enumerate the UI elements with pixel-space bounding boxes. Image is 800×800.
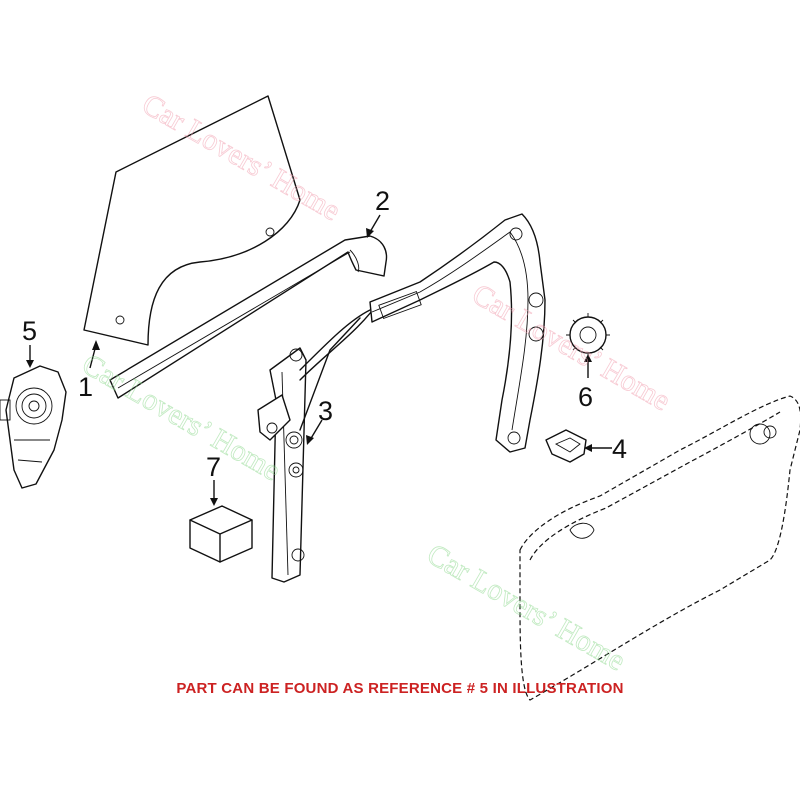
box-part: [189, 505, 253, 563]
callout-7: 7: [206, 452, 221, 482]
glass-channel-part: [109, 235, 388, 399]
window-regulator-part: [257, 213, 546, 583]
callout-1: 1: [78, 372, 93, 402]
callout-2: 2: [375, 186, 390, 216]
leader-arrows: [26, 214, 612, 506]
door-glass-part: [83, 95, 301, 346]
window-motor-part: [0, 365, 67, 489]
regulator-clip-part: [545, 429, 587, 463]
callout-3: 3: [318, 396, 333, 426]
watermark-middle-right: Car Lovers’ Home: [467, 277, 676, 417]
callout-5: 5: [22, 316, 37, 346]
watermark-middle-left: Car Lovers’ Home: [77, 347, 286, 487]
door-shell-outline: [519, 395, 800, 701]
callout-6: 6: [578, 382, 593, 412]
callout-4: 4: [612, 434, 627, 464]
watermark-bottom-right: Car Lovers’ Home: [422, 537, 631, 677]
gear-part: [566, 313, 610, 357]
reference-note: PART CAN BE FOUND AS REFERENCE # 5 IN IL…: [176, 680, 624, 697]
